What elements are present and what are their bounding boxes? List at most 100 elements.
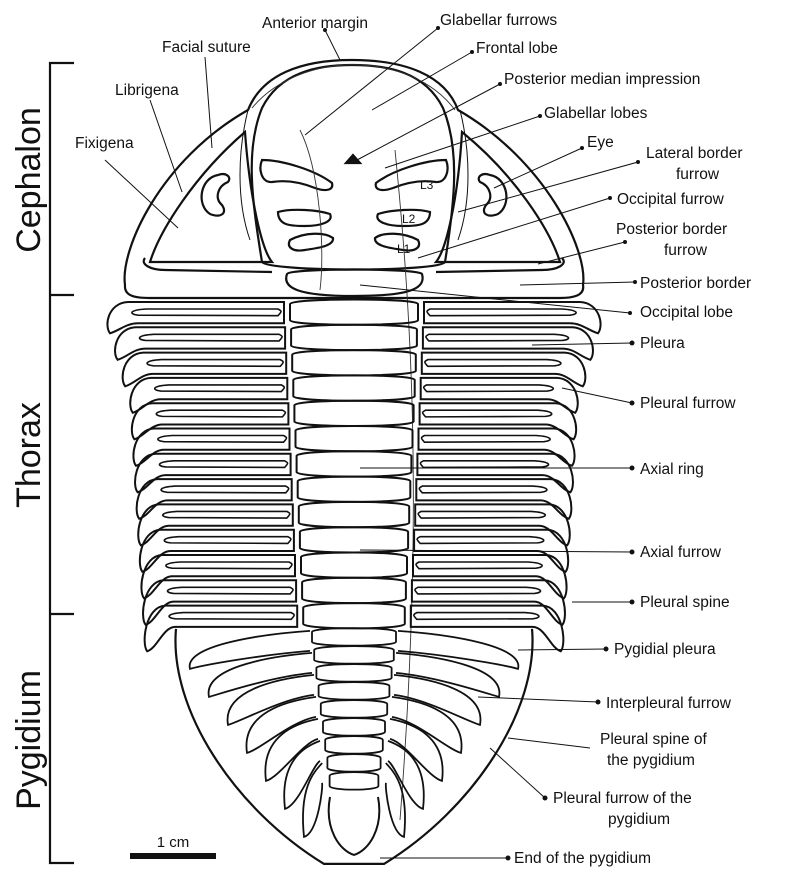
pleural-furrow-right — [423, 410, 552, 417]
pleural-furrow-left — [147, 360, 283, 367]
pleura-left — [107, 302, 284, 333]
label-pygidial-pleura: Pygidial pleura — [614, 641, 716, 658]
label-lateral-border-furrow: Lateral border — [646, 145, 743, 162]
axial-ring — [302, 578, 406, 603]
label-frontal-lobe: Frontal lobe — [476, 40, 558, 57]
label-pleural-spine-pygidium: Pleural spine of — [600, 731, 708, 748]
pygidial-pleura-right — [396, 653, 499, 697]
pleura-left — [132, 403, 289, 439]
occipital-lobe — [286, 270, 422, 297]
pleural-furrow-right — [425, 360, 561, 367]
pleura-left — [137, 479, 292, 519]
section-brackets — [50, 63, 74, 863]
glabellar-lobe-l2-left — [278, 210, 331, 226]
pleural-furrow-left — [159, 461, 287, 468]
scale-bar-line — [130, 853, 216, 859]
pleura-right — [424, 302, 601, 333]
axial-ring — [303, 603, 405, 628]
label-occipital-lobe: Occipital lobe — [640, 304, 733, 321]
lobe-l3-label: L3 — [420, 178, 434, 192]
axial-ring — [301, 553, 407, 578]
axial-ring — [299, 502, 409, 527]
pleural-furrow-left — [156, 410, 285, 417]
scale-bar-label: 1 cm — [157, 834, 190, 851]
label-interpleural-furrow: Interpleural furrow — [606, 695, 732, 712]
glabella — [252, 65, 454, 270]
pleural-furrow-left — [169, 613, 294, 620]
label-librigena: Librigena — [115, 82, 179, 99]
label-pleural-spine-pygidium-2: the pygidium — [607, 752, 695, 769]
pleura-left — [138, 504, 293, 545]
pleural-furrow-right — [418, 511, 545, 518]
pleural-furrow-left — [132, 309, 281, 316]
label-fixigena: Fixigena — [75, 135, 134, 152]
label-pleural-furrow-pygidium-2: pygidium — [608, 811, 670, 828]
pleural-furrow-right — [422, 436, 551, 443]
eye-left — [202, 174, 230, 215]
pygidial-axial-ring — [325, 736, 383, 754]
pleural-furrow-right — [414, 613, 539, 620]
label-posterior-median-impression: Posterior median impression — [504, 71, 700, 88]
pygidial-pleura-left — [209, 653, 312, 697]
axial-ring — [291, 325, 417, 350]
pleural-furrow-right — [426, 334, 569, 341]
pleura-right — [423, 327, 593, 360]
glabellar-lobe-l1-left — [289, 234, 333, 251]
label-posterior-border-furrow: Posterior border — [616, 221, 727, 238]
label-anterior-margin: Anterior margin — [262, 15, 368, 32]
pleura-left — [130, 378, 287, 413]
pleural-furrow-left — [166, 562, 292, 569]
pygidial-pleura-right — [392, 697, 462, 753]
glabellar-lobe-l3-left — [260, 160, 332, 190]
pleural-furrow-left — [155, 385, 285, 392]
pleural-furrow-left — [161, 486, 289, 493]
pleura-right — [422, 353, 586, 387]
label-pleural-spine: Pleural spine — [640, 594, 730, 611]
pleural-furrow-left — [139, 334, 282, 341]
pygidial-pleura-right — [386, 763, 405, 837]
axial-ring — [298, 477, 411, 502]
lobe-l1-label: L1 — [397, 242, 411, 256]
label-axial-ring: Axial ring — [640, 461, 704, 478]
pleural-furrow-right — [420, 461, 548, 468]
pleura-right — [416, 479, 571, 519]
pleura-right — [415, 504, 570, 545]
pygidial-axial-ring — [314, 646, 394, 664]
eye-right — [479, 174, 507, 215]
label-occipital-furrow: Occipital furrow — [617, 191, 725, 208]
label-axial-furrow: Axial furrow — [640, 544, 722, 561]
label-lateral-border-furrow-2: furrow — [676, 166, 720, 183]
pleural-furrow-right — [419, 486, 547, 493]
label-pleural-furrow: Pleural furrow — [640, 395, 736, 412]
axial-ring — [294, 401, 413, 426]
pleural-furrow-right — [417, 537, 544, 544]
thorax-segments — [107, 300, 600, 864]
label-end-of-pygidium: End of the pygidium — [514, 850, 651, 867]
pygidial-pleura-left — [265, 719, 318, 781]
pleural-furrow-left — [164, 537, 291, 544]
pleural-furrow-right — [427, 309, 576, 316]
axial-ring — [297, 451, 412, 476]
pleura-right — [420, 403, 577, 439]
pygidial-axial-ring — [312, 628, 396, 646]
glabellar-lobe-l3-right — [376, 160, 448, 190]
pygidial-pleura-left — [284, 741, 320, 809]
pleura-left — [115, 327, 285, 360]
pygidial-pleura-right — [390, 719, 443, 781]
axial-ring — [300, 527, 408, 552]
label-glabellar-furrows: Glabellar furrows — [440, 12, 557, 29]
pygidial-axial-ring — [319, 682, 390, 700]
pleural-furrow-right — [416, 562, 542, 569]
pleural-furrow-left — [163, 511, 290, 518]
axial-ring — [296, 426, 413, 451]
pleural-furrow-left — [158, 436, 287, 443]
label-eye: Eye — [587, 134, 614, 151]
pleura-right — [421, 378, 578, 413]
pleural-furrow-right — [415, 587, 541, 594]
label-pleural-furrow-pygidium: Pleural furrow of the — [553, 790, 692, 807]
pygidial-axial-ring — [327, 754, 380, 772]
label-facial-suture: Facial suture — [162, 39, 251, 56]
cephalon-label: Cephalon — [10, 107, 48, 253]
axial-ring — [292, 350, 416, 375]
